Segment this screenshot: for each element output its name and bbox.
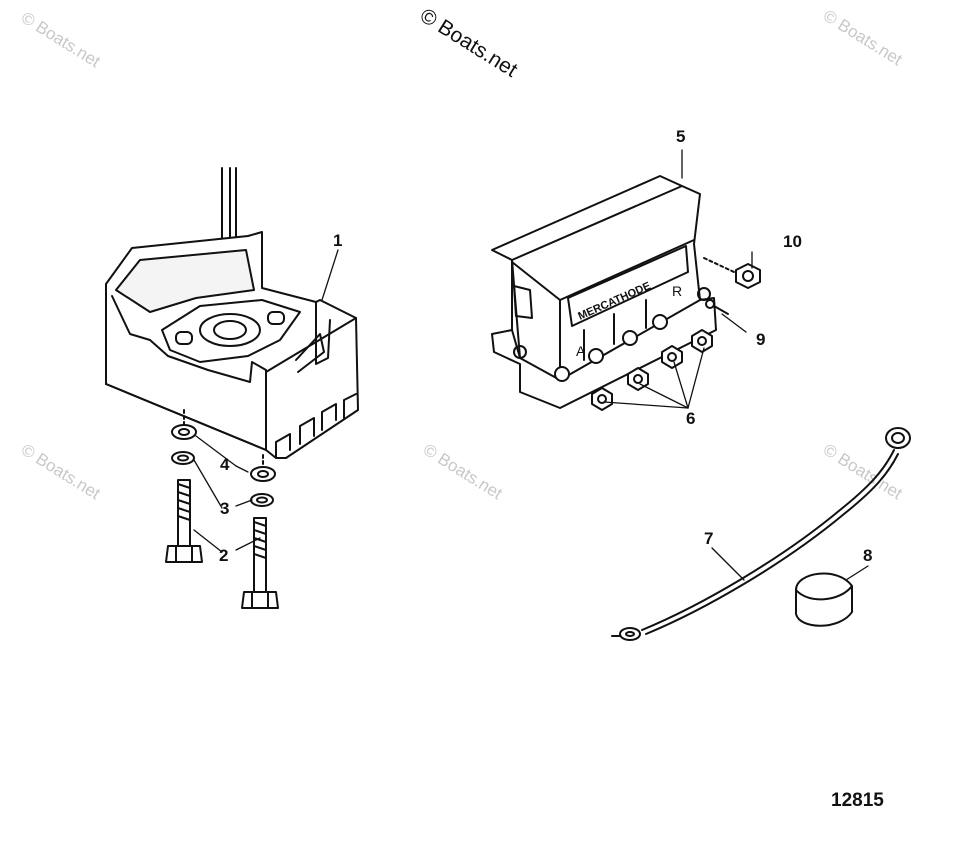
callout-10: 10	[783, 232, 802, 251]
leader-lines	[193, 149, 869, 581]
lock-washer-left	[171, 451, 195, 465]
lock-washer-right	[250, 493, 274, 507]
figure-number: 12815	[831, 790, 884, 811]
nut-large	[703, 257, 761, 289]
screw	[705, 299, 729, 315]
flat-washer-left	[171, 424, 197, 440]
callout-9: 9	[756, 330, 766, 349]
callout-1: 1	[333, 231, 343, 250]
rubber-cap	[795, 572, 853, 627]
callout-8: 8	[863, 546, 873, 565]
callout-3: 3	[220, 499, 230, 518]
flat-washer-right	[250, 466, 276, 482]
nuts-set	[591, 329, 713, 411]
bolt-left	[165, 479, 203, 563]
ground-cable	[611, 427, 911, 641]
terminal-label-r: R	[672, 283, 682, 299]
callout-6: 6	[686, 409, 696, 428]
callout-2: 2	[219, 546, 229, 565]
mercathode-controller	[491, 175, 717, 409]
callout-7: 7	[704, 529, 714, 548]
terminal-label-a: A	[576, 343, 586, 359]
callout-4: 4	[220, 455, 230, 474]
housing-bracket	[105, 167, 359, 459]
bolt-right	[241, 517, 279, 609]
callout-5: 5	[676, 127, 686, 146]
